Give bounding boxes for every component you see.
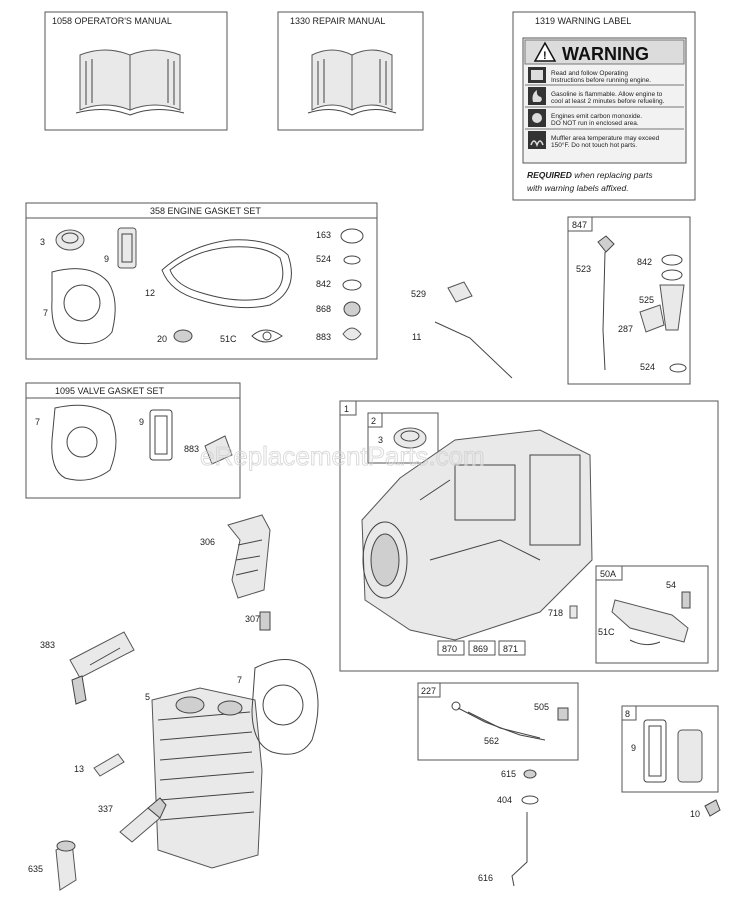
part-label: 13: [74, 764, 84, 774]
warning-line: Muffler area temperature may exceed: [551, 135, 660, 142]
part-label: 51C: [220, 334, 237, 344]
dipstick-box[interactable]: 847 523 842 525 287 524: [567, 216, 691, 385]
part-label: 404: [497, 795, 512, 805]
part-label: 523: [576, 264, 591, 274]
part-label: 718: [548, 608, 563, 618]
part-label: 9: [631, 743, 636, 753]
warning-line: Gasoline is flammable. Allow engine to: [551, 91, 663, 98]
part-label: 871: [503, 644, 518, 654]
warning-line: Read and follow Operating: [551, 70, 628, 77]
part-label: 635: [28, 864, 43, 874]
engine-gasket-set-box[interactable]: 358 ENGINE GASKET SET 3 9 7 12 20 51C 16…: [25, 202, 378, 360]
part-label: 307: [245, 614, 260, 624]
manual-icon: [528, 67, 546, 83]
operators-manual-box[interactable]: 1058 OPERATOR'S MANUAL: [44, 11, 228, 131]
box-number: 50A: [600, 569, 616, 579]
box-number: 1: [344, 404, 349, 414]
valve-gasket-set-box[interactable]: 1095 VALVE GASKET SET 7 9 883: [25, 382, 241, 499]
book-icon: [75, 49, 185, 116]
part-label: 7: [43, 308, 48, 318]
box-number: 8: [625, 709, 630, 719]
part-label: 51C: [598, 627, 615, 637]
repair-manual-title: 1330 REPAIR MANUAL: [290, 16, 385, 26]
part-label: 383: [40, 640, 55, 650]
engine-gasket-set-title: 358 ENGINE GASKET SET: [150, 206, 261, 216]
exhaust-icon: [528, 109, 546, 127]
box-number: 227: [421, 686, 436, 696]
warning-label-box[interactable]: 1319 WARNING LABEL ! WARNING Read and fo…: [512, 11, 696, 201]
warning-label-title: 1319 WARNING LABEL: [535, 16, 631, 26]
warning-line: Engines emit carbon monoxide.: [551, 113, 642, 120]
part-label: 868: [316, 304, 331, 314]
box-number: 847: [572, 220, 587, 230]
repair-manual-box[interactable]: 1330 REPAIR MANUAL: [277, 11, 424, 131]
book-icon: [307, 49, 397, 116]
required-note-line2: with warning labels affixed.: [527, 183, 629, 193]
part-label: 3: [40, 237, 45, 247]
part-label: 12: [145, 288, 155, 298]
part-label: 306: [200, 537, 215, 547]
part-label: 10: [690, 809, 700, 819]
watermark: eReplacementParts.com: [200, 441, 485, 471]
part-label: 616: [478, 873, 493, 883]
gasket-box-8[interactable]: 8 9: [621, 705, 719, 793]
box-number: 2: [371, 416, 376, 426]
part-label: 505: [534, 702, 549, 712]
part-label: 9: [139, 417, 144, 427]
part-label: 9: [104, 254, 109, 264]
part-label: 20: [157, 334, 167, 344]
part-label: 883: [184, 444, 199, 454]
warning-line: 150°F. Do not touch hot parts.: [551, 141, 637, 149]
part-label: 5: [145, 692, 150, 702]
part-label: 163: [316, 230, 331, 240]
part-label: 524: [640, 362, 655, 372]
part-label: 7: [237, 675, 242, 685]
hot-surface-icon: [528, 131, 546, 149]
warning-line: Instructions before running engine.: [551, 77, 651, 84]
operators-manual-title: 1058 OPERATOR'S MANUAL: [52, 16, 172, 26]
part-label: 842: [316, 279, 331, 289]
part-label: 54: [666, 580, 676, 590]
part-label: 870: [442, 644, 457, 654]
linkage-box[interactable]: 227 505 562: [417, 682, 579, 761]
part-label: 883: [316, 332, 331, 342]
part-label: 3: [378, 435, 383, 445]
warning-line: cool at least 2 minutes before refueling…: [551, 98, 665, 105]
warning-line: DO NOT run in enclosed area.: [551, 120, 639, 127]
part-label: 287: [618, 324, 633, 334]
part-label: 337: [98, 804, 113, 814]
part-label: 525: [639, 295, 654, 305]
svg-text:!: !: [543, 50, 547, 62]
part-label: 562: [484, 736, 499, 746]
part-label: 842: [637, 257, 652, 267]
part-label: 529: [411, 289, 426, 299]
part-label: 869: [473, 644, 488, 654]
fire-icon: [528, 87, 546, 105]
part-label: 524: [316, 254, 331, 264]
required-note: REQUIRED when replacing parts: [527, 170, 653, 180]
part-label: 7: [35, 417, 40, 427]
warning-heading: WARNING: [562, 44, 649, 64]
part-label: 615: [501, 769, 516, 779]
breather-box[interactable]: 50A 54 51C: [595, 565, 709, 664]
part-label: 11: [412, 332, 421, 342]
warning-triangle-icon: !: [533, 41, 557, 62]
valve-gasket-set-title: 1095 VALVE GASKET SET: [55, 386, 165, 396]
